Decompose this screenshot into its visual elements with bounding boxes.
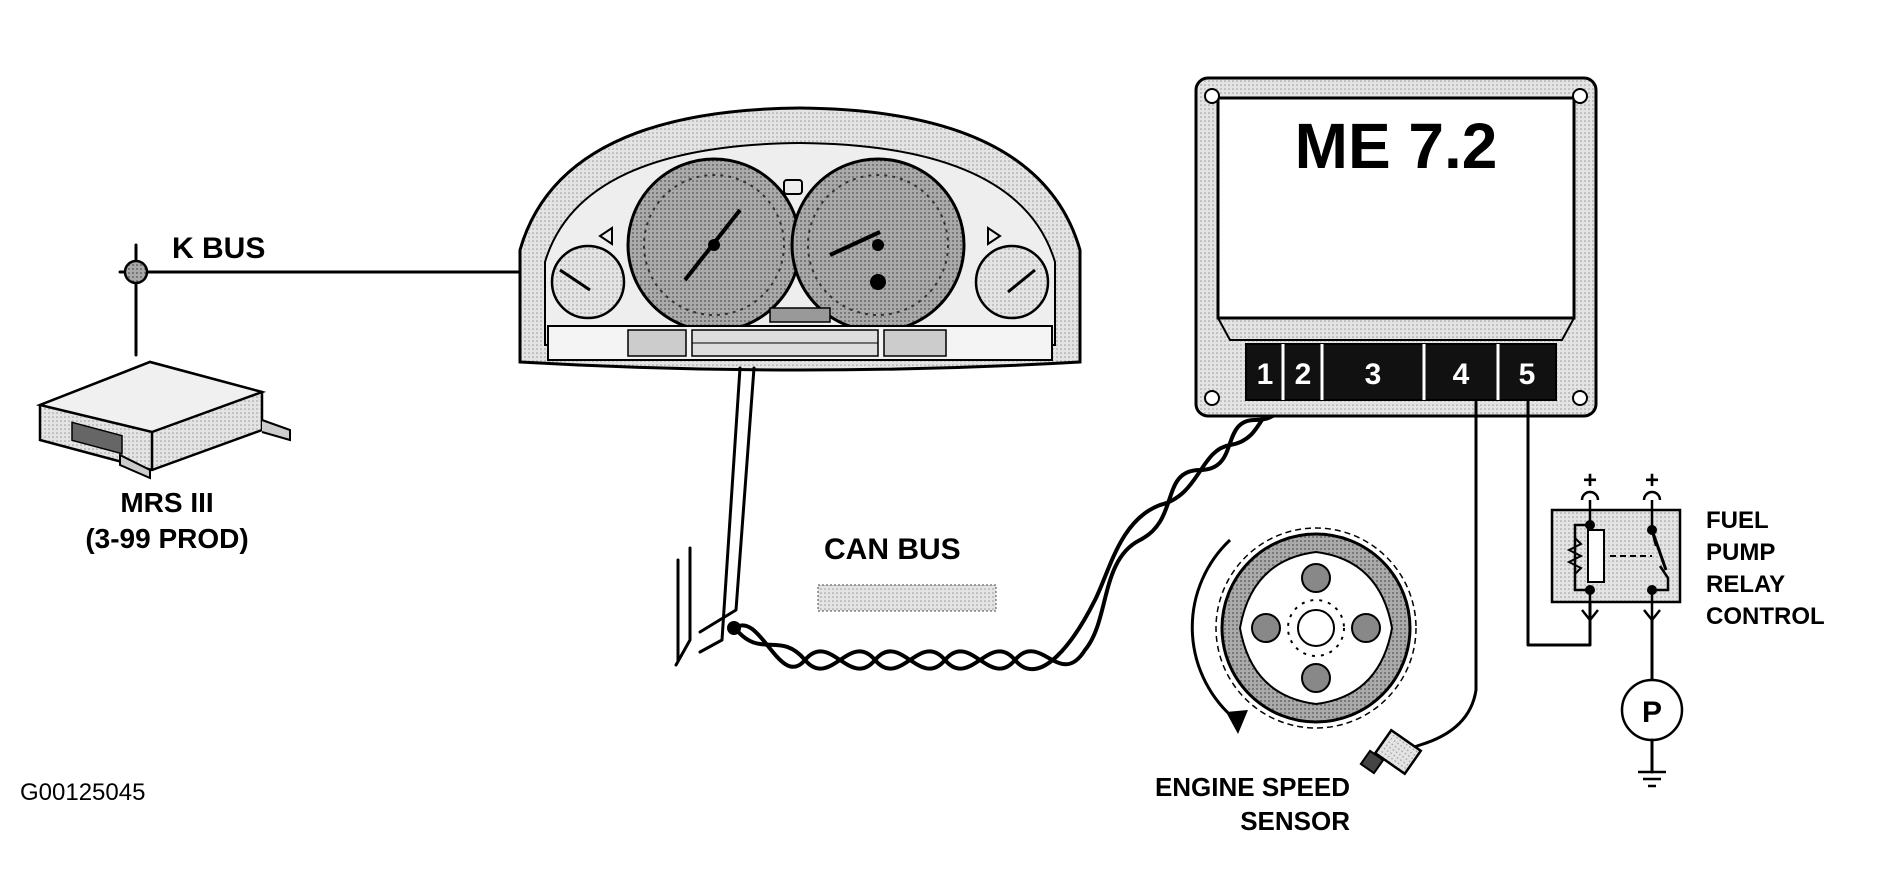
ecu-pin-1: 1 xyxy=(1257,358,1274,391)
fuel-pump-relay xyxy=(1550,490,1682,640)
relay-plus-right: + xyxy=(1645,467,1659,494)
k-bus-label: K BUS xyxy=(172,232,265,265)
pin5-relay-wire xyxy=(1526,400,1592,647)
ecu-pin-3: 3 xyxy=(1365,358,1382,391)
rotation-arrow xyxy=(1190,538,1237,722)
k-bus-wiring xyxy=(118,243,522,357)
can-bus-junction xyxy=(727,621,741,635)
mrs-module xyxy=(35,360,291,480)
mrs-label-line2: (3-99 PROD) xyxy=(85,523,248,554)
ground-icon xyxy=(1638,770,1666,788)
ecu-pin-2: 2 xyxy=(1295,358,1312,391)
can-bus-twisted-pair xyxy=(727,338,1320,672)
ecu-connector xyxy=(1245,343,1557,401)
k-bus-junction xyxy=(123,259,149,285)
temp-gauge xyxy=(974,244,1050,320)
relay-label-line2: PUMP xyxy=(1706,539,1775,566)
ecu-pin-5: 5 xyxy=(1519,358,1536,391)
ecu-pin-4: 4 xyxy=(1453,358,1470,391)
fuel-gauge xyxy=(550,244,626,320)
relay-plus-left: + xyxy=(1583,467,1597,494)
engine-sensor-label-line2: SENSOR xyxy=(1240,806,1350,836)
right-turn-indicator-icon xyxy=(987,226,1002,246)
speed-sensor-probe xyxy=(1359,728,1423,776)
relay-label-line4: CONTROL xyxy=(1706,603,1825,630)
figure-code: G00125045 xyxy=(20,779,145,806)
can-bus-barcode-icon xyxy=(817,584,997,612)
engine-sensor-label-line1: ENGINE SPEED xyxy=(1155,772,1350,802)
mrs-label-line1: MRS III xyxy=(120,487,213,518)
ecu-title: ME 7.2 xyxy=(1295,110,1498,182)
engine-flywheel xyxy=(1190,527,1417,734)
relay-label-line1: FUEL xyxy=(1706,507,1769,534)
ecu-module xyxy=(1194,76,1598,418)
relay-label-line3: RELAY xyxy=(1706,571,1785,598)
can-bus-label: CAN BUS xyxy=(824,533,961,566)
fuel-pump-letter: P xyxy=(1642,696,1662,729)
instrument-cluster xyxy=(518,106,1082,372)
left-turn-indicator-icon xyxy=(598,226,613,246)
pin4-sensor-wire xyxy=(1398,400,1478,754)
